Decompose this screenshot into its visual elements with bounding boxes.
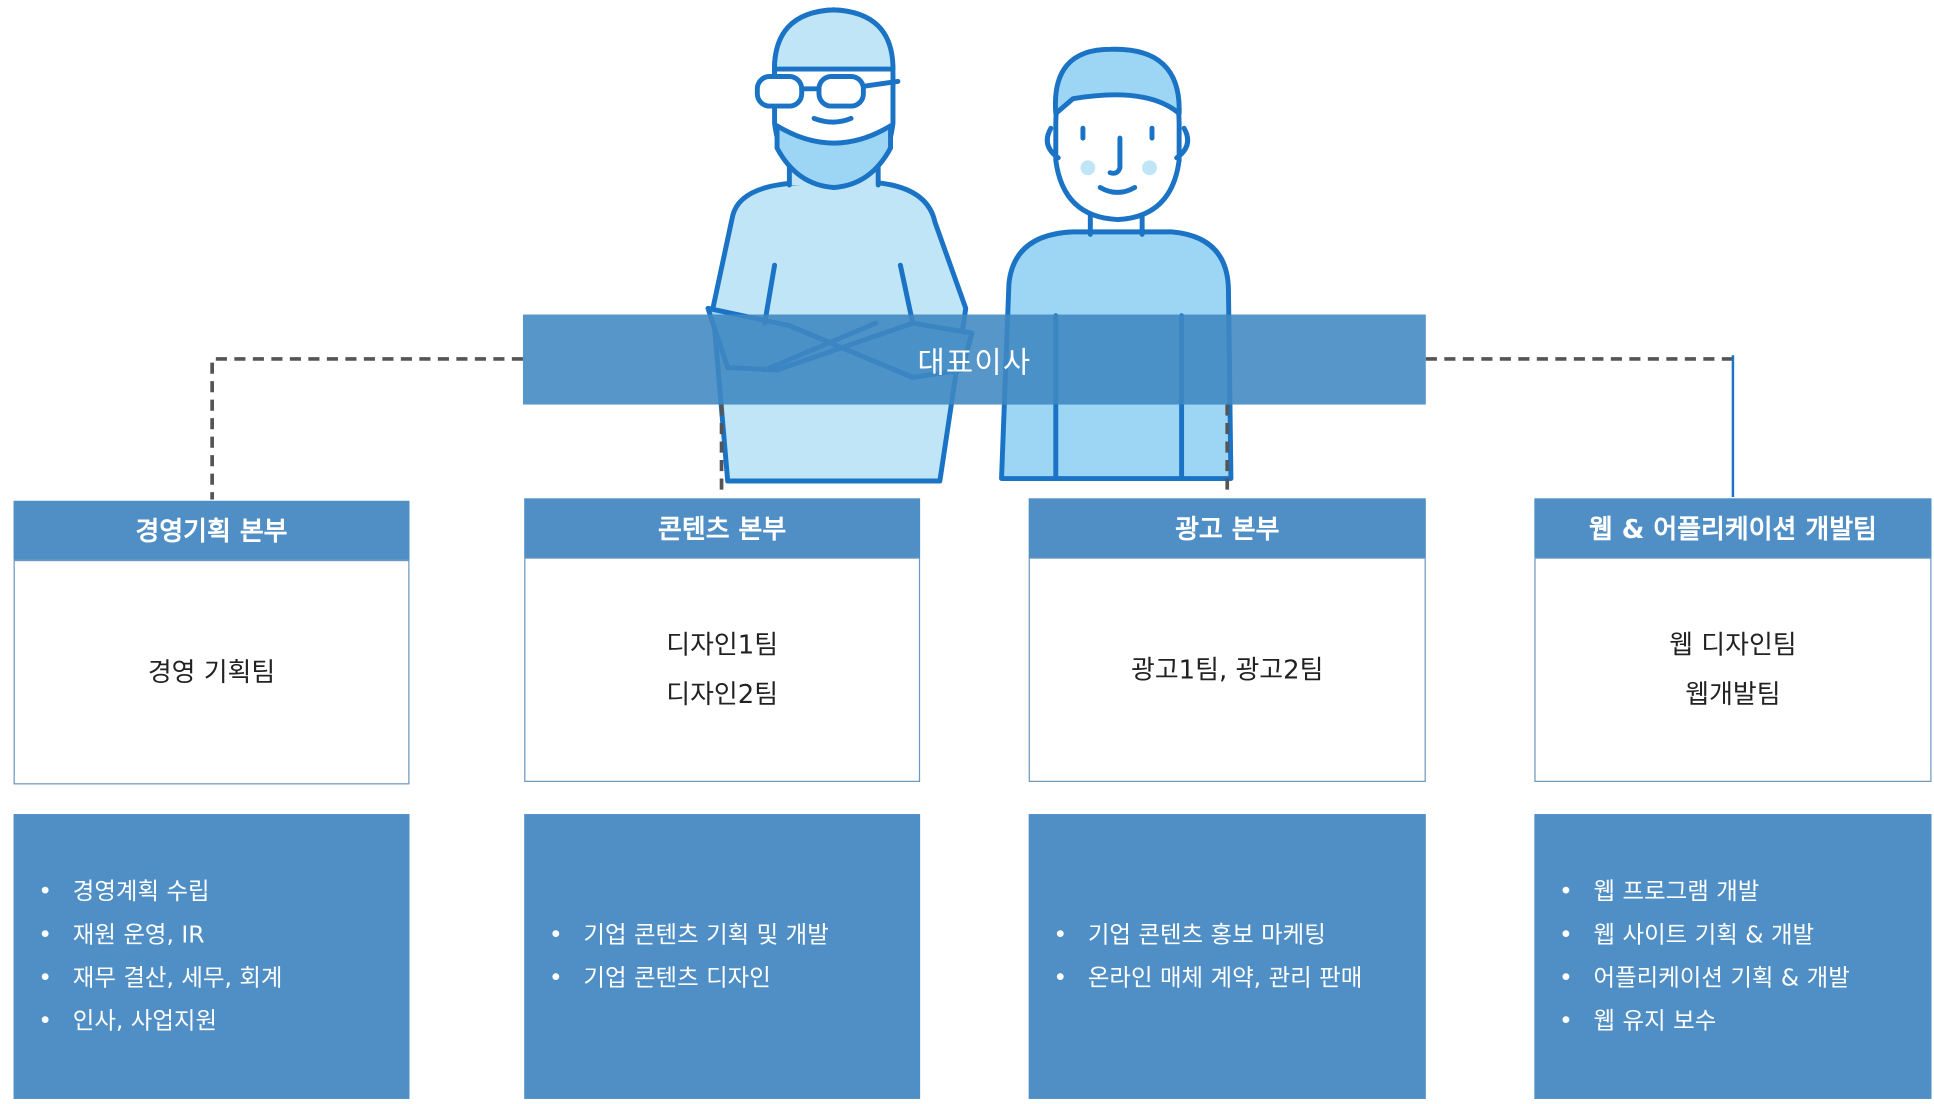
connector-lines	[210, 357, 1733, 500]
dept-header-management: 경영기획 본부	[13, 500, 410, 560]
dept-duties-contents: 기업 콘텐츠 기획 및 개발 기업 콘텐츠 디자인	[524, 814, 921, 1099]
dept-teams-management: 경영 기획팀	[13, 559, 410, 785]
dept-duties-web-app: 웹 프로그램 개발 웹 사이트 기획 & 개발 어플리케이션 기획 & 개발 웹…	[1534, 814, 1932, 1099]
duty-item: 웹 프로그램 개발	[1559, 870, 1850, 913]
dept-header-web-app: 웹 & 어플리케이션 개발팀	[1534, 498, 1932, 558]
team-name: 웹 디자인팀	[1669, 630, 1797, 660]
dept-teams-contents: 디자인1팀 디자인2팀	[524, 557, 921, 782]
dept-duties-advertising: 기업 콘텐츠 홍보 마케팅 온라인 매체 계약, 관리 판매	[1028, 814, 1426, 1099]
dept-name: 콘텐츠 본부	[658, 514, 787, 544]
duty-item: 온라인 매체 계약, 관리 판매	[1053, 957, 1362, 1000]
dept-duties-management: 경영계획 수립 재원 운영, IR 재무 결산, 세무, 회계 인사, 사업지원	[13, 814, 410, 1099]
bearded-man-icon	[705, 7, 975, 484]
team-name: 광고1팀, 광고2팀	[1131, 654, 1324, 685]
dept-teams-web-app: 웹 디자인팀 웹개발팀	[1534, 557, 1932, 782]
dept-teams-advertising: 광고1팀, 광고2팀	[1028, 557, 1426, 782]
duty-item: 웹 사이트 기획 & 개발	[1559, 913, 1850, 956]
duty-item: 기업 콘텐츠 홍보 마케팅	[1053, 913, 1362, 956]
ceo-label: 대표이사	[917, 345, 1032, 380]
ceo-box: 대표이사	[522, 314, 1426, 405]
young-man-icon	[999, 46, 1234, 482]
dept-name: 광고 본부	[1175, 514, 1280, 544]
dept-name: 웹 & 어플리케이션 개발팀	[1588, 514, 1877, 544]
duty-item: 재원 운영, IR	[38, 913, 283, 956]
duty-item: 재무 결산, 세무, 회계	[38, 957, 282, 1000]
duty-item: 웹 유지 보수	[1559, 1000, 1850, 1043]
dept-header-advertising: 광고 본부	[1028, 498, 1426, 558]
duty-item: 기업 콘텐츠 기획 및 개발	[549, 913, 829, 956]
team-name: 웹개발팀	[1685, 679, 1781, 710]
team-name: 경영 기획팀	[147, 657, 276, 688]
team-name: 디자인2팀	[666, 679, 779, 710]
dept-header-contents: 콘텐츠 본부	[524, 498, 921, 558]
duty-item: 어플리케이션 기획 & 개발	[1559, 957, 1850, 1000]
team-name: 디자인1팀	[666, 630, 779, 660]
duty-item: 경영계획 수립	[38, 870, 283, 913]
dept-name: 경영기획 본부	[135, 516, 288, 547]
duty-item: 인사, 사업지원	[38, 1000, 283, 1043]
duty-item: 기업 콘텐츠 디자인	[549, 957, 828, 1000]
